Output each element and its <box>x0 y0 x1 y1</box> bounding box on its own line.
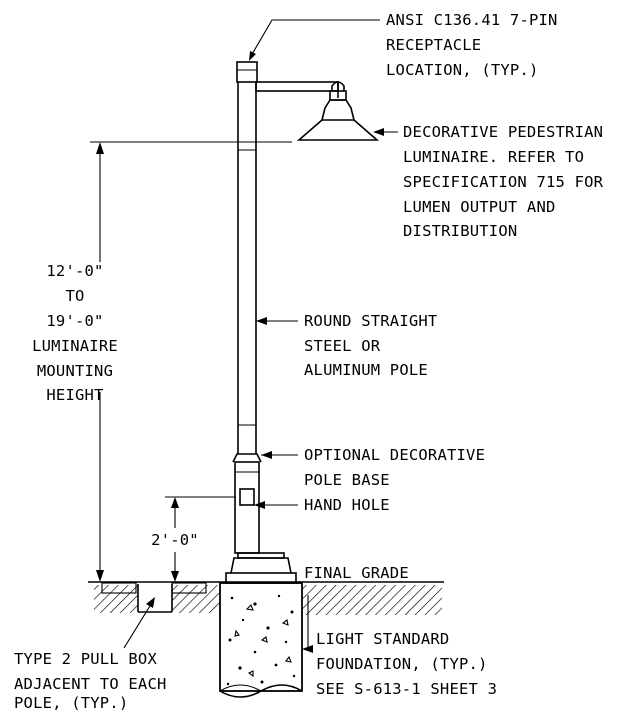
callout-pole: ROUND STRAIGHT STEEL OR ALUMINUM POLE <box>304 312 437 379</box>
luminaire <box>296 81 380 141</box>
dimension-hand-hole <box>165 496 236 582</box>
dimension-hand-hole-text: 2'-0" <box>151 531 199 549</box>
final-grade-label: FINAL GRADE <box>304 564 409 582</box>
leader-base <box>261 451 298 459</box>
leader-receptacle <box>249 19 380 61</box>
foundation <box>219 582 303 698</box>
luminaire-line-1: DECORATIVE PEDESTRIAN <box>403 123 603 141</box>
pole-line-2: STEEL OR <box>304 337 381 355</box>
luminaire-line-3: SPECIFICATION 715 FOR <box>403 173 604 191</box>
leader-pole <box>256 317 298 325</box>
leader-hand-hole <box>254 501 298 509</box>
pole-top <box>236 61 258 83</box>
mh-line-6: HEIGHT <box>46 386 103 404</box>
callout-base: OPTIONAL DECORATIVE POLE BASE <box>304 446 485 489</box>
luminaire-line-4: LUMEN OUTPUT AND <box>403 198 556 216</box>
callout-grade: FINAL GRADE <box>304 564 409 582</box>
receptacle-line-2: RECEPTACLE <box>386 36 481 54</box>
mh-line-2: TO <box>65 287 84 305</box>
callout-receptacle: ANSI C136.41 7-PIN RECEPTACLE LOCATION, … <box>386 11 558 79</box>
leader-pull-box <box>123 597 155 649</box>
callout-pull-box: TYPE 2 PULL BOX ADJACENT TO EACH POLE, (… <box>14 650 167 712</box>
pull-box <box>137 584 173 613</box>
base-line-1: OPTIONAL DECORATIVE <box>304 446 485 464</box>
pull-box-line-2: ADJACENT TO EACH <box>14 675 167 693</box>
foundation-line-2: FOUNDATION, (TYP.) <box>316 655 488 673</box>
pole-line-1: ROUND STRAIGHT <box>304 312 437 330</box>
callout-foundation: LIGHT STANDARD FOUNDATION, (TYP.) SEE S-… <box>316 630 497 698</box>
receptacle-line-1: ANSI C136.41 7-PIN <box>386 11 558 29</box>
dimension-mounting-height-text: 12'-0" TO 19'-0" LUMINAIRE MOUNTING HEIG… <box>32 262 118 404</box>
hh-height-label: 2'-0" <box>151 531 199 549</box>
luminaire-line-5: DISTRIBUTION <box>403 222 517 240</box>
dimension-mounting-height <box>90 141 292 582</box>
mh-line-1: 12'-0" <box>46 262 103 280</box>
receptacle-line-3: LOCATION, (TYP.) <box>386 61 539 79</box>
mh-line-4: LUMINAIRE <box>32 337 118 355</box>
soil-hatch <box>94 585 442 615</box>
pole-line-3: ALUMINUM POLE <box>304 361 428 379</box>
luminaire-line-2: LUMINAIRE. REFER TO <box>403 148 584 166</box>
leader-luminaire <box>373 128 398 136</box>
mh-line-3: 19'-0" <box>46 312 103 330</box>
luminaire-arm <box>255 81 339 98</box>
foundation-line-3: SEE S-613-1 SHEET 3 <box>316 680 497 698</box>
mh-line-5: MOUNTING <box>37 362 113 380</box>
leader-foundation <box>302 595 313 653</box>
callout-hand-hole: HAND HOLE <box>304 496 390 514</box>
pull-box-line-1: TYPE 2 PULL BOX <box>14 650 157 668</box>
hand-hole <box>239 488 255 506</box>
foundation-line-1: LIGHT STANDARD <box>316 630 449 648</box>
pull-box-line-3: POLE, (TYP.) <box>14 694 128 712</box>
pole-shaft <box>237 82 257 454</box>
hand-hole-label: HAND HOLE <box>304 496 390 514</box>
pole-base-assembly <box>225 453 297 584</box>
callout-luminaire: DECORATIVE PEDESTRIAN LUMINAIRE. REFER T… <box>403 123 604 240</box>
base-line-2: POLE BASE <box>304 471 390 489</box>
